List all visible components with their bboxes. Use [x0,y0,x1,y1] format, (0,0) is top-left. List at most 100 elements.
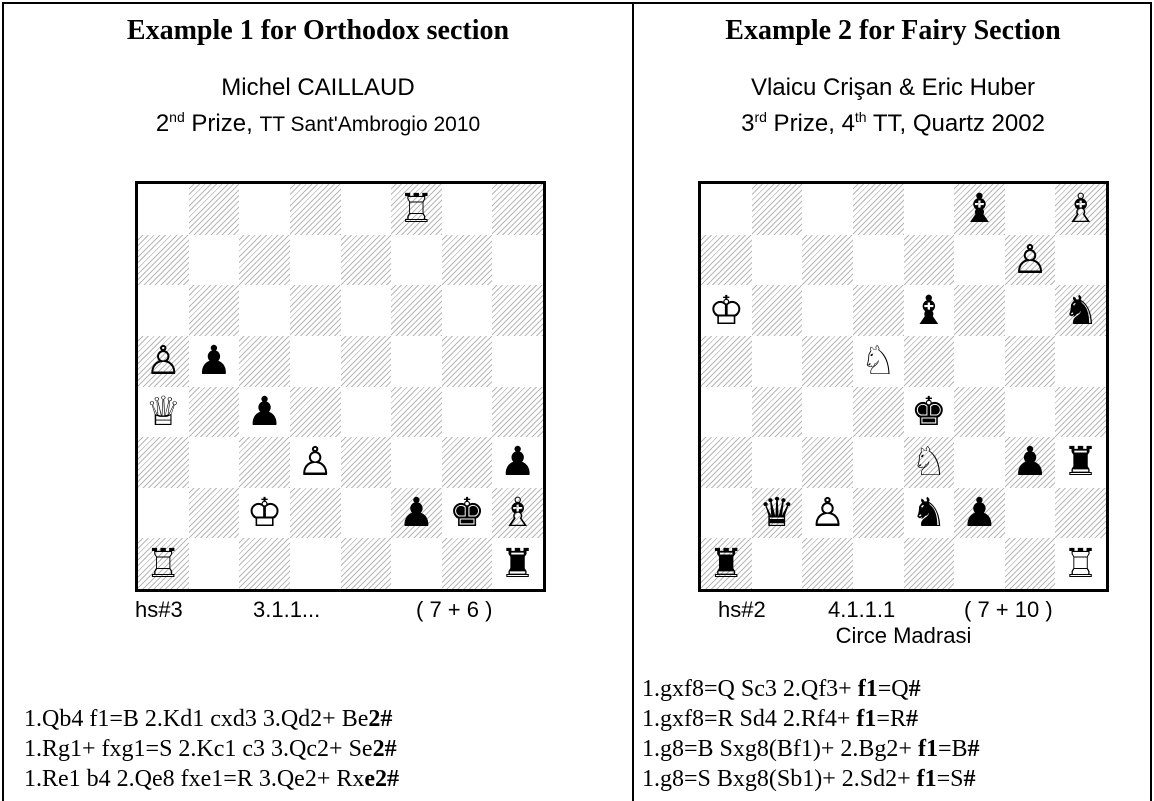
white-pawn-icon: ♙︎ [297,439,334,486]
example-2-stipulation: hs#2 [718,597,766,622]
solution-segment: 1.g8=S Bxg8(Sb1)+ 2.Sd2+ [642,766,917,792]
square-a5: ♙︎ [138,335,189,387]
square-a3 [701,437,752,488]
black-bishop-icon: ♝︎ [961,186,998,233]
black-king-icon: ♚︎ [910,388,947,435]
square-g7 [441,234,493,286]
award-event: TT Sant'Ambrogio 2010 [259,113,481,136]
square-g4 [442,387,493,438]
example-1-author: Michel CAILLAUD [221,74,415,101]
square-b5 [752,336,803,387]
square-f6 [954,285,1005,336]
square-c6 [239,285,290,336]
square-b3 [752,437,803,488]
black-rook-icon: ♜︎ [1062,439,1099,486]
square-f3 [391,437,442,488]
square-b7 [752,235,803,286]
white-knight-icon: ♘︎ [860,338,897,385]
solution-segment: e [357,706,369,732]
square-d8 [289,184,341,235]
square-h1: ♖︎ [1055,538,1106,589]
square-c8 [239,184,290,235]
square-e3: ♘︎ [903,437,955,488]
square-h7 [1055,235,1106,286]
square-f6 [391,285,442,336]
square-a4: ♕︎ [138,387,189,438]
square-d2 [852,487,904,539]
column-divider [632,2,634,801]
white-pawn-icon: ♙︎ [145,338,182,385]
square-d6 [289,285,341,336]
square-e4 [341,387,392,438]
square-c5 [239,335,290,387]
example-1-column: Example 1 for Orthodox section Michel CA… [4,0,632,801]
square-b8 [751,184,803,235]
square-d3: ♙︎ [290,437,341,488]
solution-segment: 1.gxf8=Q Sc3 2.Qf3+ [642,676,858,702]
solution-segment: f1 [917,736,938,762]
square-g7: ♙︎ [1004,234,1056,286]
square-h7 [492,235,543,286]
square-g8 [442,184,493,235]
square-e1 [903,538,955,589]
award-rank: 3 [741,110,755,137]
square-g4 [1005,387,1056,438]
solution-segment: =S [936,766,964,792]
square-f8: ♖︎ [391,184,442,235]
example-2-author: Vlaicu Crişan & Eric Huber [750,74,1036,101]
square-b2: ♛︎ [751,487,803,539]
solution-segment: 1.g8=B Sxg8(Bf1)+ 2.Bg2+ [642,736,918,762]
square-g3 [441,437,493,488]
square-h2 [1055,487,1106,539]
solution-segment: =Q [877,676,909,702]
square-e5 [340,335,392,387]
square-e1 [340,538,392,589]
example-2-fairy-condition: Circe Madrasi [835,623,972,648]
square-g2 [1005,488,1056,539]
solution-segment: f1 [857,676,878,702]
square-a4 [701,387,752,438]
example-2-solution: 1.gxf8=Q Sc3 2.Qf3+ f1=Q#1.gxf8=R Sd4 2.… [642,674,980,794]
square-g1 [441,538,493,589]
black-pawn-icon: ♟︎ [196,338,232,385]
solution-line: 1.g8=B Sxg8(Bf1)+ 2.Bg2+ f1=B# [642,734,980,764]
square-a1: ♖︎ [138,538,189,589]
square-a6 [138,285,189,336]
square-a3 [138,437,189,488]
square-h3: ♜︎ [1055,437,1106,488]
black-pawn-icon: ♟︎ [499,439,536,486]
square-h3: ♟︎ [492,437,543,488]
award-rank: 2 [155,110,170,137]
solution-segment: =B [937,736,968,762]
solution-line: 1.gxf8=Q Sc3 2.Qf3+ f1=Q# [642,674,980,704]
award-event: TT, Quartz 2002 [866,110,1045,137]
example-2-piece-count: ( 7 + 10 ) [964,597,1053,622]
example-1-heading: Example 1 for Orthodox section [126,15,510,46]
square-h2: ♗︎ [492,487,543,539]
black-pawn-icon: ♟︎ [1012,439,1048,486]
white-pawn-icon: ♙︎ [1012,236,1048,283]
square-h8: ♗︎ [1055,184,1106,235]
square-b1 [189,538,240,589]
square-d7 [290,235,341,286]
black-knight-icon: ♞︎ [910,490,947,537]
square-g5 [1004,335,1056,387]
square-g6 [442,285,493,336]
square-e7 [340,234,392,286]
square-c6 [802,285,853,336]
square-d2 [289,487,341,539]
solution-segment: # [908,676,921,702]
solution-line: 1.Re1 b4 2.Qe8 fxe1=R 3.Qe2+ Rxe2# [24,764,399,794]
square-g1 [1004,538,1056,589]
square-b6 [188,285,240,336]
example-1-solution-count: 3.1.1... [253,597,321,622]
square-d7 [853,235,904,286]
square-c3 [239,437,290,488]
square-e5 [903,335,955,387]
solution-segment: 1.Qb4 f1=B 2.Kd1 cxd3 3.Qd2+ B [24,706,358,732]
white-pawn-icon: ♙︎ [809,490,846,537]
solution-segment: # [967,736,980,762]
square-f2: ♟︎ [954,487,1005,539]
solution-line: 1.gxf8=R Sd4 2.Rf4+ f1=R# [642,704,980,734]
